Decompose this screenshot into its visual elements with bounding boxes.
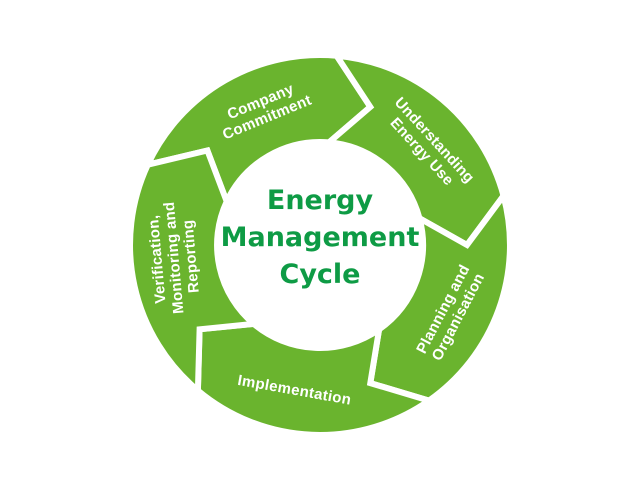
segment-verification-monitoring-reporting	[127, 146, 262, 397]
step-label-line: Reporting	[179, 219, 202, 294]
center-title-line-2: Management	[220, 222, 420, 253]
center-title-line-3: Cycle	[279, 259, 361, 290]
center-title-line-1: Energy	[266, 185, 374, 216]
center-title: Energy Management Cycle	[200, 182, 440, 293]
